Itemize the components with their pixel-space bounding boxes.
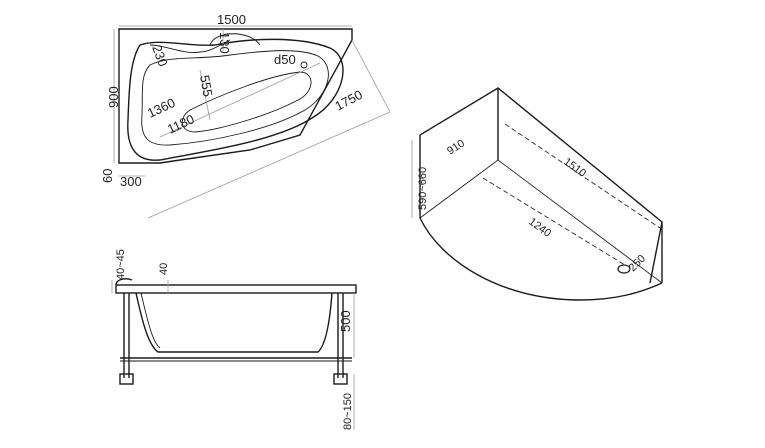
panel-view: 590~660 910 1510 1240 250 bbox=[411, 87, 663, 301]
side-view-foot-right bbox=[333, 373, 348, 385]
side-view-basin bbox=[135, 292, 333, 353]
label-inner-width: 555 bbox=[197, 74, 216, 98]
side-view-headrest-bump bbox=[115, 278, 133, 286]
label-width: 1500 bbox=[217, 12, 246, 27]
dim-line-diagonal bbox=[351, 39, 391, 113]
panel-base-line bbox=[419, 159, 663, 284]
dim-line-diagonal-long bbox=[147, 111, 391, 219]
label-panel-height: 590~660 bbox=[417, 167, 429, 210]
label-rim: 40~45 bbox=[115, 249, 127, 280]
top-view-bowl-bottom bbox=[181, 71, 312, 133]
label-inner-length: 1360 bbox=[145, 95, 178, 121]
label-corner-cut: 300 bbox=[120, 174, 142, 189]
label-inner-length-bottom: 1180 bbox=[165, 111, 197, 136]
top-view-headrest bbox=[149, 39, 231, 54]
side-view: 40~45 40 500 80~150 bbox=[111, 249, 357, 430]
dash-line-depth bbox=[419, 87, 499, 136]
label-height: 500 bbox=[338, 310, 353, 332]
top-view-outline bbox=[118, 28, 353, 164]
top-view-inner-bowl bbox=[141, 50, 329, 146]
top-view: 1500 900 1750 1360 1180 555 230 130 d50 … bbox=[100, 12, 391, 219]
label-panel-depth: 910 bbox=[445, 137, 467, 157]
label-headrest: 230 bbox=[149, 43, 171, 69]
side-view-basin-inner bbox=[140, 292, 161, 349]
label-panel-inner-length: 1240 bbox=[526, 216, 553, 240]
dash-line-length bbox=[504, 123, 661, 229]
label-panel-length: 1510 bbox=[561, 156, 588, 180]
side-view-rim bbox=[115, 284, 357, 294]
label-depth: 900 bbox=[106, 86, 121, 108]
drain-hole bbox=[300, 61, 308, 69]
panel-front-curve bbox=[419, 217, 663, 301]
panel-drain bbox=[617, 264, 631, 274]
label-legs: 80~150 bbox=[342, 393, 354, 430]
top-view-overflow bbox=[209, 33, 261, 46]
top-view-outer-rim bbox=[127, 38, 344, 161]
label-side-offset: 60 bbox=[100, 169, 115, 183]
dash-line-inner-length bbox=[482, 177, 626, 266]
label-rim-thickness: 40 bbox=[158, 263, 170, 275]
side-view-foot-left bbox=[119, 373, 134, 385]
panel-back-wall bbox=[419, 87, 663, 284]
label-top-offset: 130 bbox=[217, 32, 232, 54]
label-drain: d50 bbox=[274, 52, 296, 67]
dim-line-inner bbox=[159, 62, 321, 138]
dim-line-inner-width bbox=[199, 69, 211, 121]
